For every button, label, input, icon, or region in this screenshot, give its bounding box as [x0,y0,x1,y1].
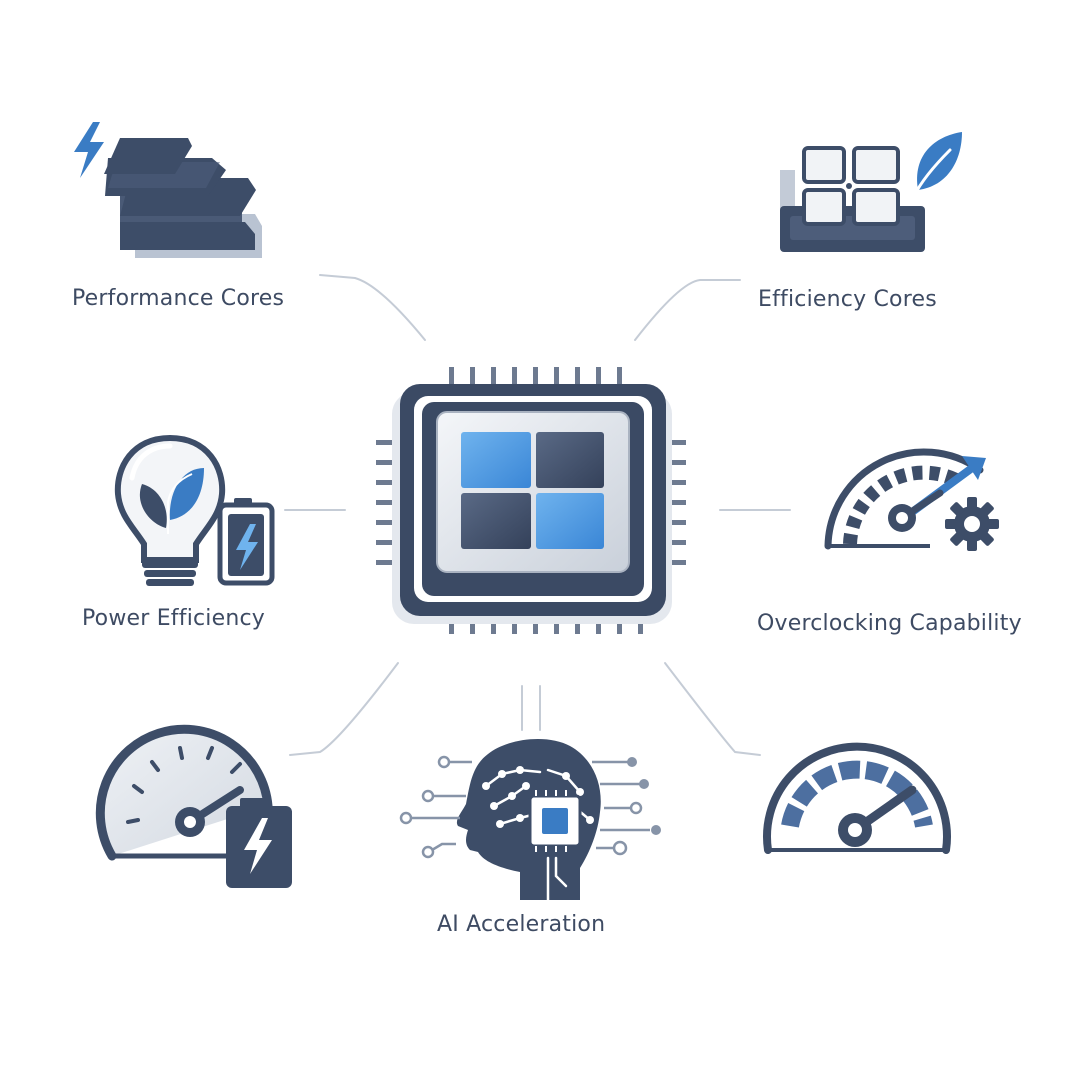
connector-speed-gauge [664,662,761,756]
efficiency-cores-label: Efficiency Cores [758,287,937,312]
grid-leaf-icon [780,132,962,252]
speedometer-icon [763,742,951,854]
power-efficiency-label: Power Efficiency [82,606,266,631]
connector-battery-gauge [289,662,399,756]
connector-efficiency [634,279,741,341]
connector-lines [284,274,791,756]
connector-performance [319,274,426,341]
performance-cores-label: Performance Cores [72,286,285,311]
stacked-layers-lightning-icon [74,122,262,258]
gauge-battery-icon [95,724,292,888]
overclocking-capability-label: Overclocking Capability [757,611,1022,636]
cpu-chip-icon [376,367,686,634]
brain-chip-head-icon [399,739,661,902]
bulb-battery-icon [114,434,275,586]
gauge-gear-icon [824,448,999,551]
ai-acceleration-label: AI Acceleration [437,912,606,937]
